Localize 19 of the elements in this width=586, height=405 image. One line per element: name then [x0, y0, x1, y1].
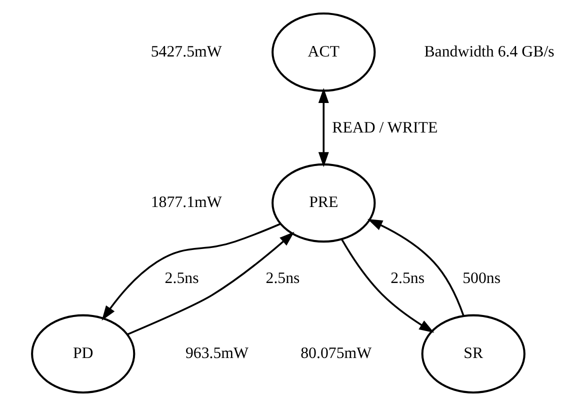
edge-label: 2.5ns	[390, 270, 425, 287]
node-label: 963.5mW	[185, 344, 249, 362]
edge-label: 500ns	[462, 270, 501, 287]
node-label: 80.075mW	[300, 344, 372, 362]
node-label: 5427.5mW	[150, 42, 222, 60]
arrow	[367, 218, 464, 316]
node-ellipse: PRE	[272, 162, 376, 242]
edge-label: READ / WRITE	[332, 118, 438, 136]
node-ellipse: ACT	[272, 12, 376, 92]
arrow	[102, 222, 281, 320]
arrow	[341, 238, 434, 332]
arrow	[127, 231, 294, 335]
edge-label: 2.5ns	[266, 270, 300, 287]
edge-label: 2.5ns	[164, 270, 199, 287]
node-ellipse: SR	[421, 314, 526, 393]
node-ellipse: PD	[31, 314, 136, 393]
node-label: Bandwidth 6.4 GB/s	[424, 42, 554, 60]
arrow	[318, 88, 329, 167]
node-label: 1877.1mW	[150, 194, 222, 211]
